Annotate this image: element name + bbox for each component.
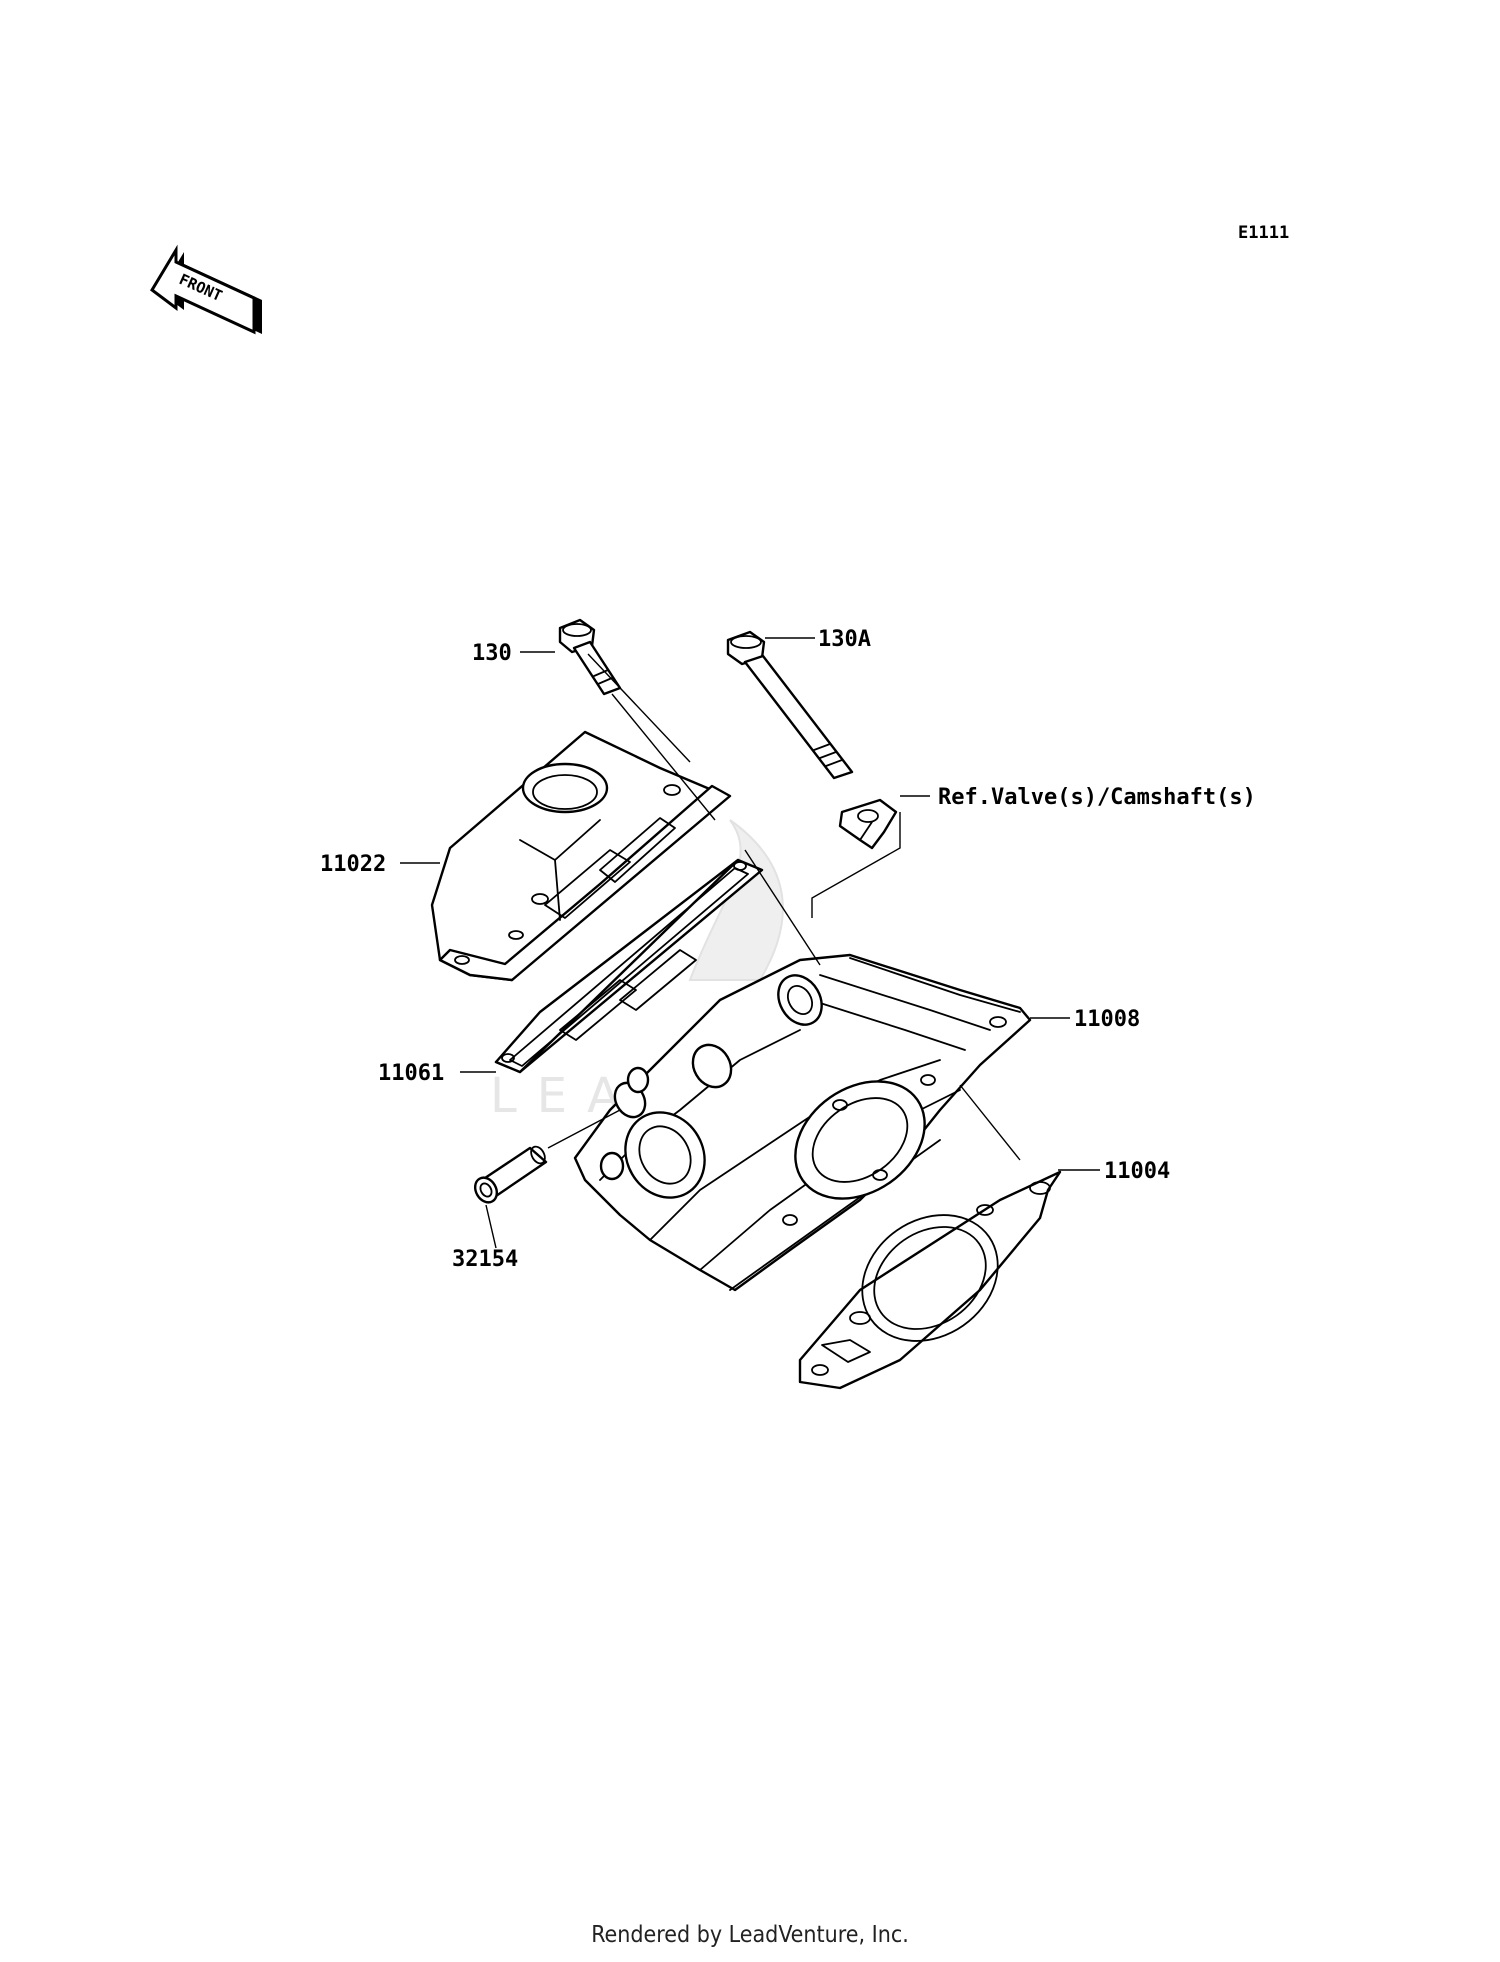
callout-32154: 32154 <box>452 1247 518 1272</box>
gasket-11004 <box>798 1170 1062 1390</box>
footer-credit: Rendered by LeadVenture, Inc. <box>591 1922 909 1948</box>
valve-plate <box>838 798 898 850</box>
callout-11008: 11008 <box>1074 1007 1140 1032</box>
callout-11022: 11022 <box>320 852 386 877</box>
cylinder-head-11008 <box>573 953 1032 1292</box>
gasket-11061 <box>494 858 764 1074</box>
diagram-code: E1111 <box>1238 223 1289 243</box>
bolt-130a <box>726 630 854 780</box>
bolt-130 <box>558 618 622 696</box>
callout-130: 130 <box>472 641 512 666</box>
head-cover-11022 <box>430 730 732 982</box>
callout-11004: 11004 <box>1104 1159 1170 1184</box>
callout-130a: 130A <box>818 627 871 652</box>
valve-guide-32154 <box>473 1145 548 1204</box>
callout-ref-note: Ref.Valve(s)/Camshaft(s) <box>938 785 1256 810</box>
front-arrow-icon: FRONT <box>150 244 262 335</box>
leader-lines <box>400 637 1100 1249</box>
callout-11061: 11061 <box>378 1061 444 1086</box>
